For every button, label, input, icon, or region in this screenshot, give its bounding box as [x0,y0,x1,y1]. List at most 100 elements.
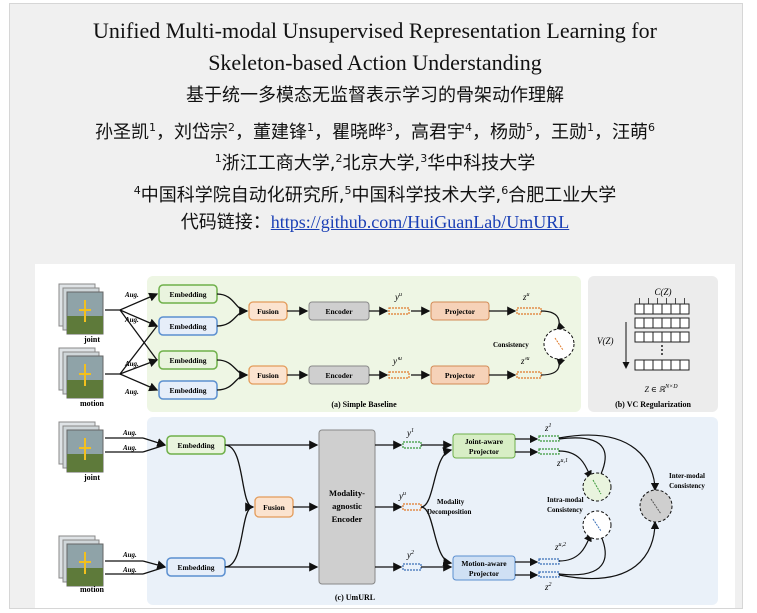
motion-projector-line1: Motion-aware [461,559,507,568]
author-affiliation-index: 5 [526,121,533,134]
inter-modal-line2: Consistency [669,482,705,490]
projector-label: Projector [445,371,476,380]
umurl-panel [147,417,718,605]
author-name: 高君宇 [411,122,465,143]
matrix-cell [643,317,654,329]
title-chinese: 基于统一多模态无监督表示学习的骨架动作理解 [186,85,564,106]
embedding-label: Embedding [177,441,214,450]
matrix-cell [661,317,672,329]
author-affiliation-index: 1 [587,121,594,134]
inter-modal-line1: Inter-modal [669,472,705,480]
matrix-cell [679,359,690,371]
y-u-vector [388,307,410,315]
embedding-label: Embedding [169,290,206,299]
encoder-label: Encoder [325,307,353,316]
embedding-label: Embedding [169,386,206,395]
author-name: 瞿晓晔 [332,122,386,143]
joint-label-c: joint [83,473,100,482]
z-prime-u-symbol: z'u [520,356,529,366]
title-line-1: Unified Multi-modal Unsupervised Represe… [93,18,657,43]
ellipsis-dot [661,349,663,351]
matrix-cell [679,303,690,315]
modality-decomposition-line1: Modality [437,498,465,506]
affiliation-index: 5 [344,184,352,197]
matrix-cell [643,359,654,371]
author-affiliation-index: 1 [307,121,314,134]
y1-symbol: y1 [406,428,414,438]
matrix-cell [652,331,663,343]
affiliation-index: 3 [420,152,428,165]
joint-label-a1: joint [83,335,100,344]
code-link-row: 代码链接：https://github.com/HuiGuanLab/UmURL [9,210,741,235]
motion-skeleton-image-c [58,535,104,587]
matrix-cell [670,303,681,315]
code-url-link[interactable]: https://github.com/HuiGuanLab/UmURL [270,212,570,232]
matrix-cell [652,303,663,315]
matrix-cell [652,317,663,329]
encoder-label-line2: agnostic [332,501,362,511]
author-affiliation-index: 3 [386,121,393,134]
intra-modal-circle-joint [582,472,612,502]
matrix-cell [670,317,681,329]
aug-label: Aug. [122,444,137,452]
fusion-label: Fusion [263,503,286,512]
title-line-2: Skeleton-based Action Understanding [208,50,542,75]
affiliation-name: 中国科学技术大学 [351,185,496,206]
matrix-cell [634,359,645,371]
affiliation-index: 4 [133,184,141,197]
aug-label: Aug. [122,429,137,437]
matrix-cell [634,317,645,329]
encoder-label-line1: Modality- [329,488,365,498]
affiliations-line-1: 1浙江工商大学,2北京大学,3华中科技大学 [214,152,536,174]
affiliation-name: 中国科学院自动化研究所 [140,185,339,206]
cz-label: C(Z) [654,287,671,297]
affiliations-line-2: 4中国科学院自动化研究所,5中国科学技术大学,6合肥工业大学 [133,184,617,206]
matrix-cell [634,331,645,343]
y-u-symbol: yu [394,292,402,302]
author-name: 孙圣凯 [95,122,149,143]
embedding-label: Embedding [177,563,214,572]
matrix-cell [652,359,663,371]
author-name: 董建锋 [253,122,307,143]
affiliation-name: 合肥工业大学 [508,185,617,206]
fusion-label: Fusion [257,307,280,316]
author-name: 刘岱宗 [174,122,228,143]
motion-projector-line2: Projector [469,569,500,578]
caption-c: (c) UmURL [335,593,375,602]
ellipsis-dot [661,353,663,355]
motion-label-a1: motion [80,399,105,408]
author-affiliation-index: 1 [149,121,156,134]
matrix-cell [661,303,672,315]
encoder-label: Encoder [325,371,353,380]
affiliation-index: 6 [501,184,509,197]
consistency-label: Consistency [493,341,529,349]
encoder-label-line3: Encoder [332,514,363,524]
matrix-cell [643,303,654,315]
matrix-cell [679,317,690,329]
matrix-cell [643,331,654,343]
affiliation-index: 2 [335,152,343,165]
yu-symbol: yu [398,491,406,501]
author-name: 王勋 [551,122,587,143]
z-dim-label: Z ∈ ℝN×D [644,384,678,394]
aug-label: Aug. [124,360,139,368]
zu2-symbol: zu,2 [554,542,566,552]
author-affiliation-index: 4 [465,121,472,134]
projector-label: Projector [445,307,476,316]
affiliation-name: 浙江工商大学 [221,153,330,174]
author-name: 汪萌 [612,122,648,143]
matrix-cell [670,359,681,371]
aug-label: Aug. [124,316,139,324]
joint-projector-line2: Projector [469,447,500,456]
z-u-symbol: zu [522,292,530,302]
aug-label: Aug. [124,388,139,396]
aug-label: Aug. [122,566,137,574]
intra-modal-line1: Intra-modal [547,496,584,504]
motion-label-c: motion [80,585,105,594]
embedding-label: Embedding [169,322,206,331]
author-affiliation-index: 6 [648,121,655,134]
author-list: 孙圣凯1，刘岱宗2，董建锋1，瞿晓晔3，高君宇4，杨勋5，王勋1，汪萌6 [95,121,655,143]
matrix-cell [661,359,672,371]
code-label: 代码链接： [180,212,271,233]
affiliation-name: 北京大学 [342,153,415,174]
